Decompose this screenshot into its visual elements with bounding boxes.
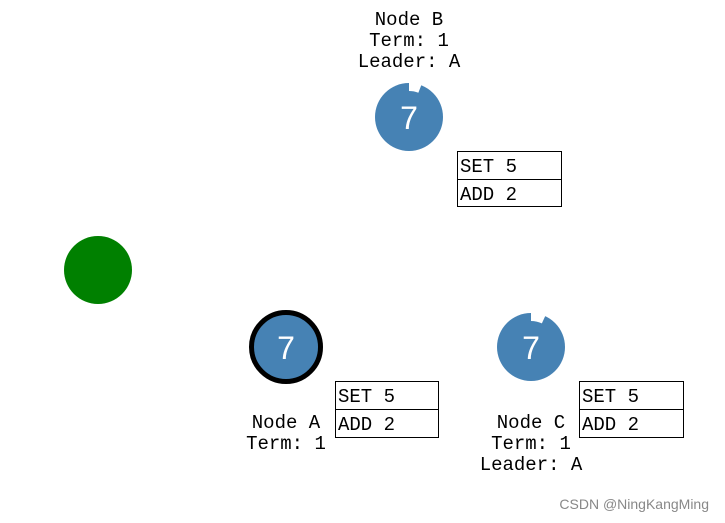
node-c-log-entry-1 [579, 381, 684, 410]
node-b-log-entry-2-text: ADD 2 [460, 184, 517, 206]
node-c-value: 7 [522, 330, 540, 366]
client-node[interactable] [64, 236, 132, 304]
node-c-circle[interactable] [497, 313, 565, 381]
node-c-leader-label: Leader: A [480, 454, 583, 476]
node-a-term-label: Term: 1 [246, 433, 326, 455]
node-c-log-entry-2-text: ADD 2 [582, 414, 639, 436]
node-a-value: 7 [277, 330, 295, 366]
node-a-log-entry-1-text: SET 5 [338, 386, 395, 408]
node-c-log-entry-2 [579, 409, 684, 438]
node-b: Node B Term: 1 Leader: A 7 SET 5 ADD 2 [358, 9, 562, 207]
node-b-log-entry-2 [457, 179, 562, 207]
node-c-term-label: Term: 1 [491, 433, 571, 455]
node-b-name-label: Node B [375, 9, 443, 31]
node-b-log-entry-1 [457, 151, 562, 180]
node-c-log-entry-1-text: SET 5 [582, 386, 639, 408]
node-a-log: SET 5 ADD 2 [335, 381, 439, 438]
node-b-leader-label: Leader: A [358, 51, 461, 73]
node-a-name-label: Node A [252, 412, 321, 434]
node-b-circle[interactable] [375, 83, 443, 151]
node-a-log-entry-2-text: ADD 2 [338, 414, 395, 436]
node-b-term-label: Term: 1 [369, 30, 449, 52]
node-c-log: SET 5 ADD 2 [579, 381, 684, 438]
node-b-value: 7 [400, 100, 418, 136]
node-b-log-entry-1-text: SET 5 [460, 156, 517, 178]
node-a-log-entry-1 [335, 381, 439, 410]
node-a: 7 Node A Term: 1 SET 5 ADD 2 [246, 310, 439, 455]
watermark: CSDN @NingKangMing [559, 496, 709, 512]
node-b-log: SET 5 ADD 2 [457, 151, 562, 207]
node-a-circle[interactable] [249, 310, 323, 384]
node-c-election-timer [531, 311, 547, 324]
node-b-election-timer [409, 81, 422, 93]
node-c-name-label: Node C [497, 412, 565, 434]
node-c: 7 Node C Term: 1 Leader: A SET 5 ADD 2 [480, 311, 684, 476]
node-a-log-entry-2 [335, 409, 439, 438]
